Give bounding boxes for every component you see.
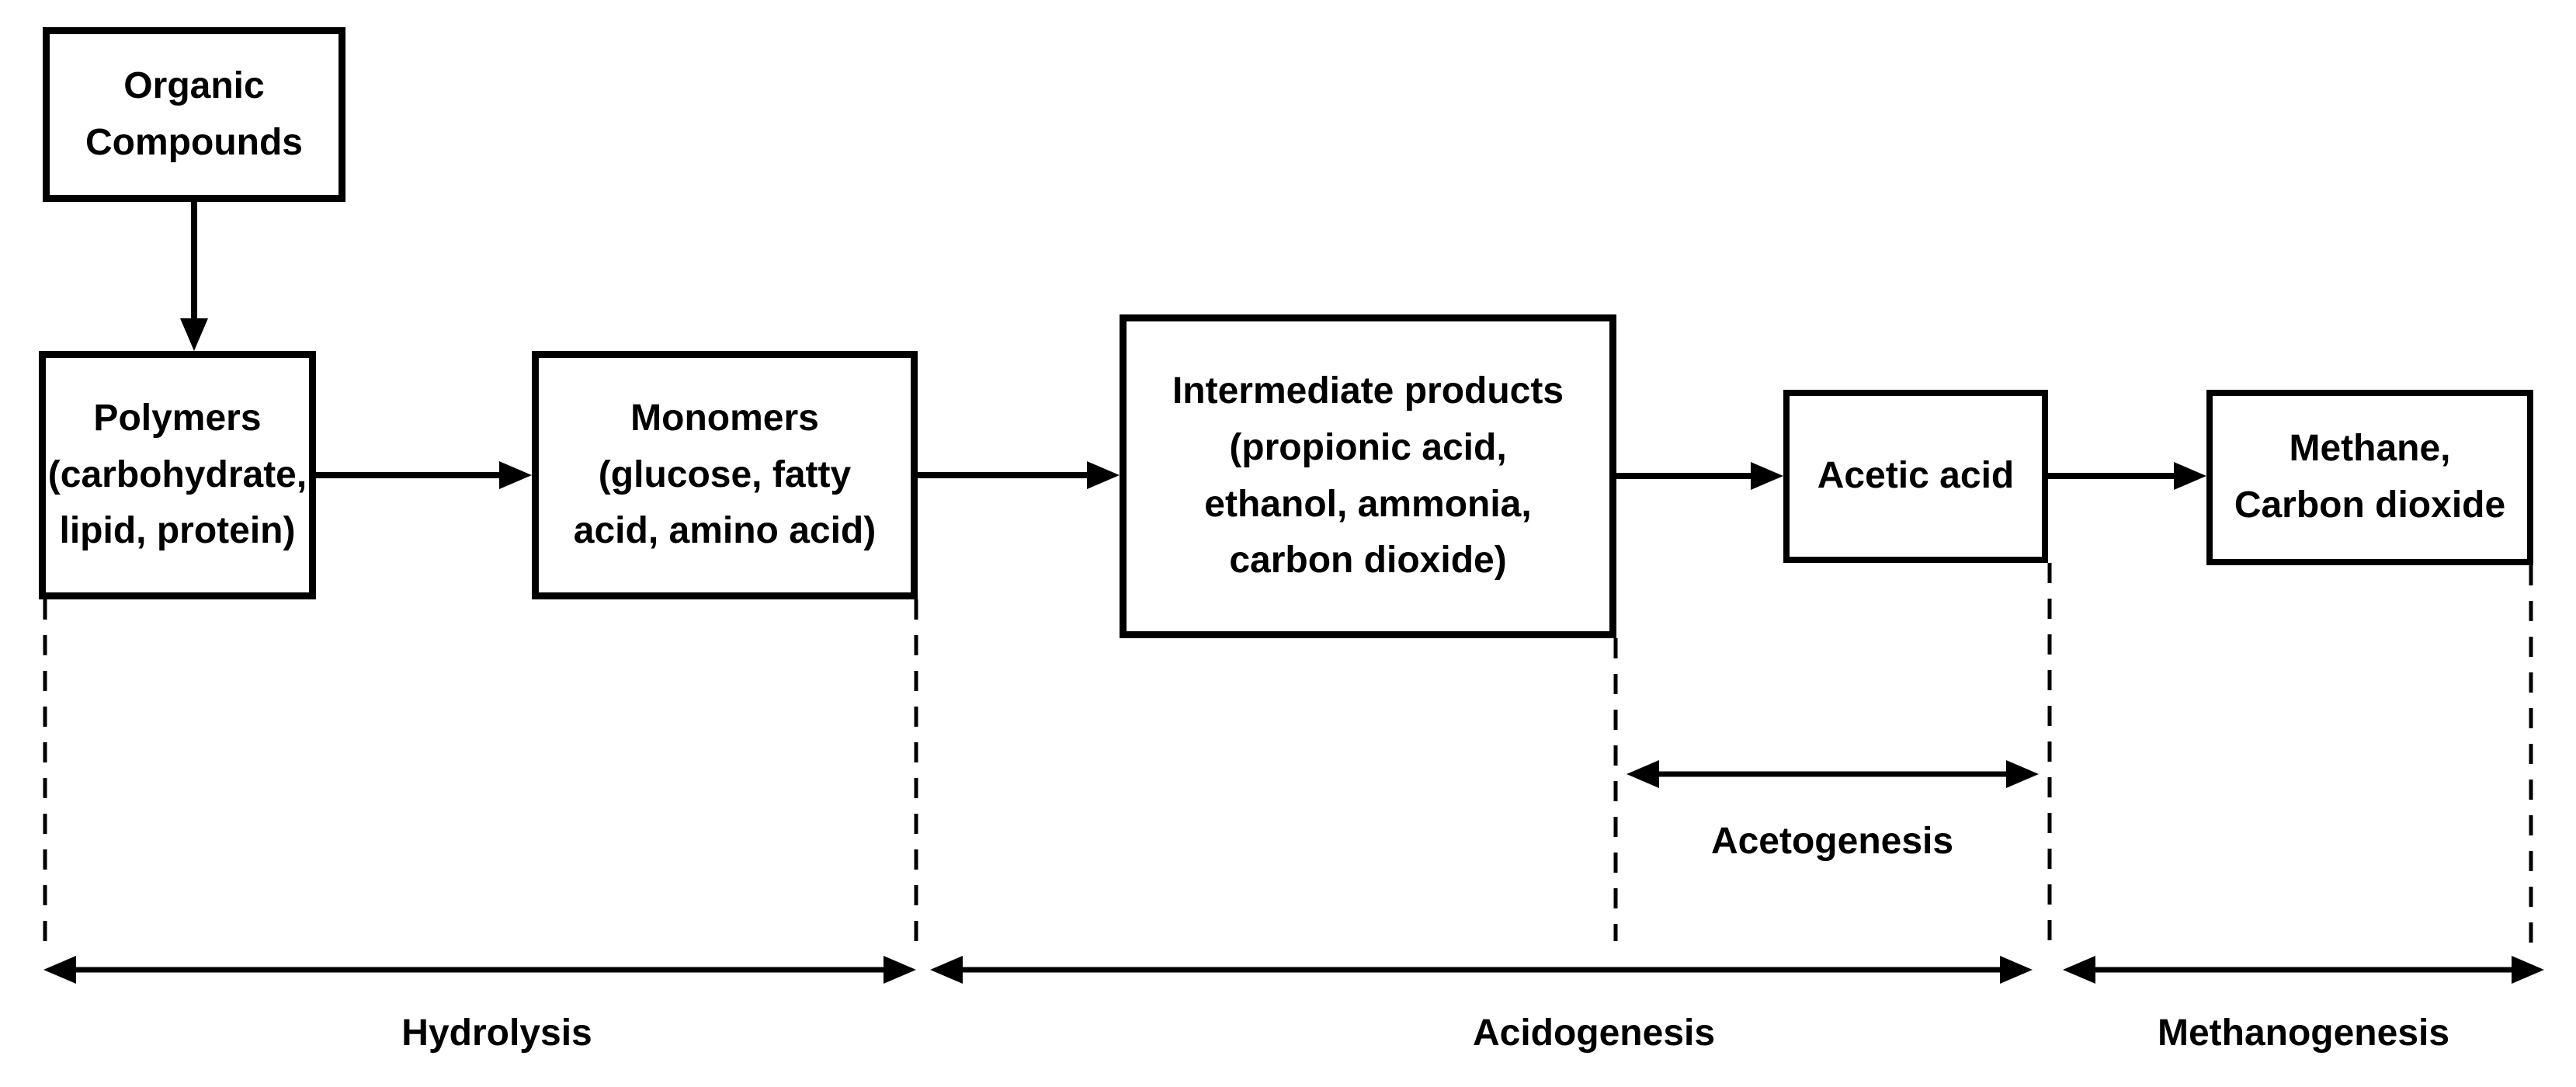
arrow-intermediate-to-acetic <box>1615 462 1783 490</box>
span-arrow-acetogenesis <box>1626 760 2039 788</box>
box-acetic-acid: Acetic acid <box>1783 390 2048 563</box>
phase-label-acidogenesis: Acidogenesis <box>1472 1012 1716 1054</box>
arrow-polymers-to-monomers <box>314 461 532 489</box>
phase-label-hydrolysis: Hydrolysis <box>401 1012 592 1054</box>
span-arrow-acidogenesis <box>930 956 2033 984</box>
box-intermediate-products: Intermediate products (propionic acid, e… <box>1120 314 1616 638</box>
phase-label-acetogenesis: Acetogenesis <box>1710 821 1954 862</box>
phase-label-methanogenesis: Methanogenesis <box>2157 1012 2450 1054</box>
span-arrow-hydrolysis <box>43 956 916 984</box>
box-polymers: Polymers (carbohydrate, lipid, protein) <box>39 351 316 599</box>
arrow-organic-to-polymers <box>180 200 208 351</box>
box-methane-carbon-dioxide: Methane, Carbon dioxide <box>2206 390 2533 565</box>
box-organic-compounds: Organic Compounds <box>43 27 345 202</box>
span-arrow-methanogenesis <box>2063 956 2544 984</box>
arrow-monomers-to-intermediate <box>916 461 1120 489</box>
box-monomers: Monomers (glucose, fatty acid, amino aci… <box>532 351 918 599</box>
arrow-acetic-to-methane <box>2047 462 2206 490</box>
